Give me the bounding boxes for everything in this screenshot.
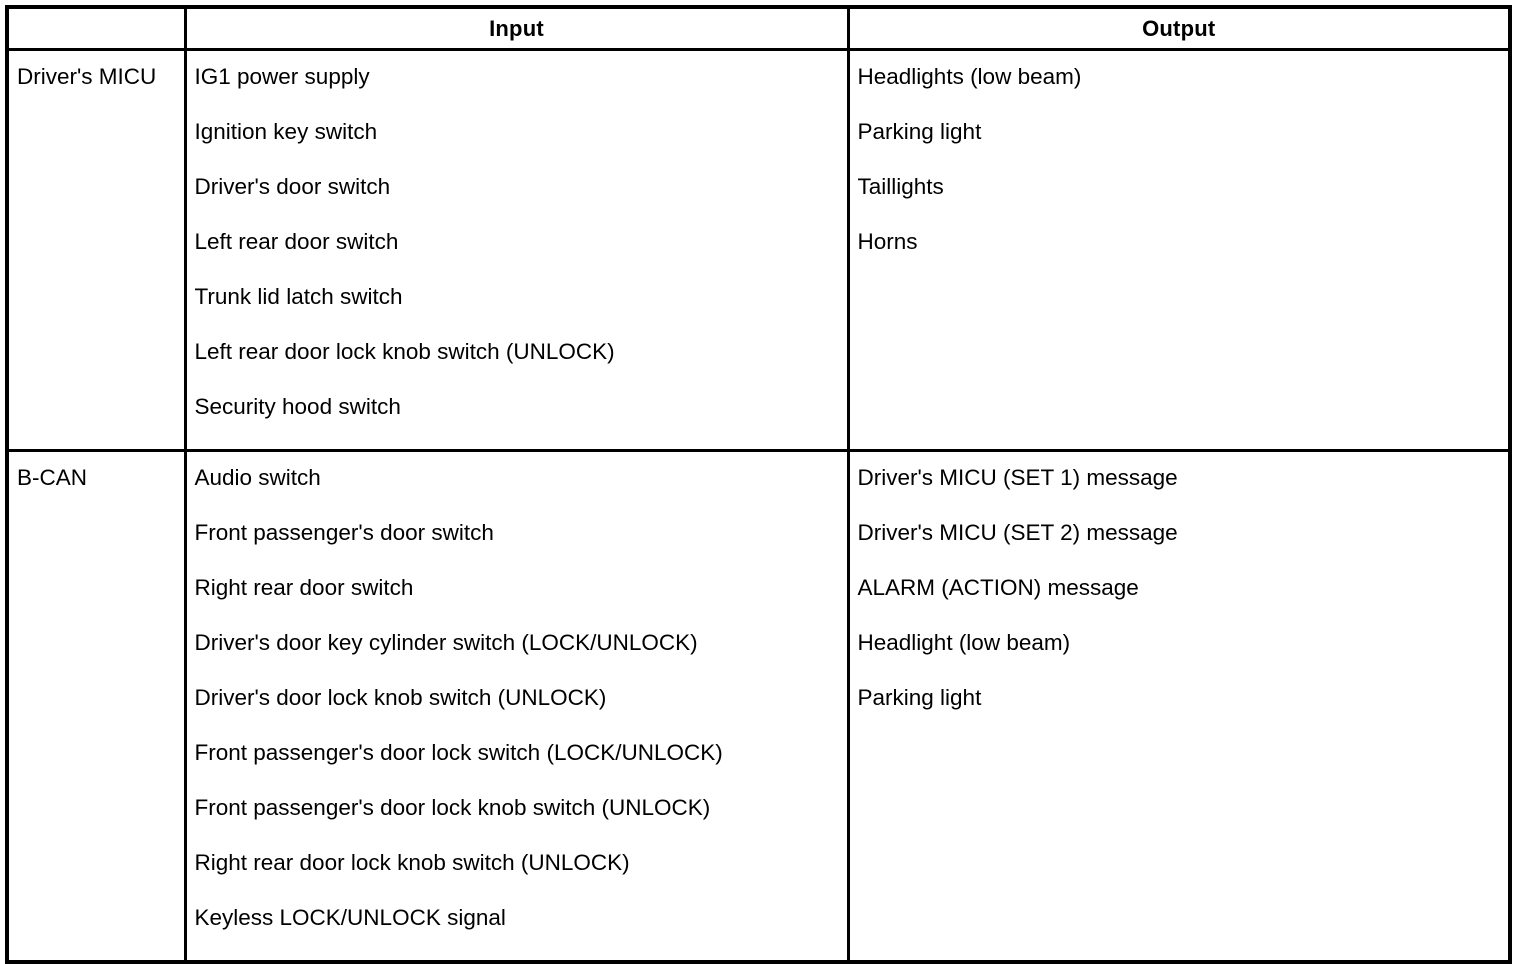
system-cell: B-CAN	[5, 449, 187, 964]
list-item: Front passenger's door lock knob switch …	[194, 795, 711, 820]
table-row: Driver's MICU IG1 power supply Ignition …	[5, 48, 1512, 452]
list-item: Right rear door lock knob switch (UNLOCK…	[194, 850, 630, 875]
input-output-spec-table: Input Output Driver's MICU IG1 power sup…	[5, 5, 1512, 964]
output-cell: Headlights (low beam) Parking light Tail…	[846, 48, 1512, 452]
input-cell: Audio switch Front passenger's door swit…	[183, 449, 850, 964]
output-cell: Driver's MICU (SET 1) message Driver's M…	[846, 449, 1512, 964]
list-item: Horns	[857, 229, 918, 254]
table-row: B-CAN Audio switch Front passenger's doo…	[5, 449, 1512, 964]
list-item: Headlights (low beam)	[857, 64, 1082, 89]
table-header: Input Output	[5, 5, 1512, 51]
list-item: Left rear door lock knob switch (UNLOCK)	[194, 339, 615, 364]
list-item: Parking light	[857, 685, 982, 710]
list-item: Driver's MICU (SET 1) message	[857, 465, 1178, 490]
system-label: B-CAN	[17, 465, 88, 490]
list-item: Security hood switch	[194, 394, 401, 419]
system-label: Driver's MICU	[17, 64, 157, 89]
table-body: Driver's MICU IG1 power supply Ignition …	[5, 48, 1512, 964]
list-item: Front passenger's door lock switch (LOCK…	[194, 740, 723, 765]
list-item: Left rear door switch	[194, 229, 399, 254]
column-header-system	[5, 5, 187, 51]
list-item: IG1 power supply	[194, 64, 370, 89]
list-item: Trunk lid latch switch	[194, 284, 403, 309]
list-item: Taillights	[857, 174, 944, 199]
list-item: Driver's door switch	[194, 174, 391, 199]
output-item-list: Driver's MICU (SET 1) message Driver's M…	[858, 465, 1509, 740]
list-item: Right rear door switch	[194, 575, 414, 600]
list-item: Driver's MICU (SET 2) message	[857, 520, 1178, 545]
system-cell: Driver's MICU	[5, 48, 187, 452]
header-row: Input Output	[5, 5, 1512, 51]
input-item-list: Audio switch Front passenger's door swit…	[195, 465, 847, 960]
column-header-input: Input	[183, 5, 850, 51]
list-item: Keyless LOCK/UNLOCK signal	[194, 905, 506, 930]
page-canvas: Input Output Driver's MICU IG1 power sup…	[5, 5, 1512, 964]
list-item: Driver's door key cylinder switch (LOCK/…	[194, 630, 698, 655]
output-item-list: Headlights (low beam) Parking light Tail…	[858, 64, 1509, 284]
input-cell: IG1 power supply Ignition key switch Dri…	[183, 48, 850, 452]
list-item: Front passenger's door switch	[194, 520, 494, 545]
list-item: Audio switch	[194, 465, 321, 490]
list-item: Driver's door lock knob switch (UNLOCK)	[194, 685, 607, 710]
column-header-output: Output	[846, 5, 1512, 51]
list-item: ALARM (ACTION) message	[857, 575, 1139, 600]
list-item: Ignition key switch	[194, 119, 378, 144]
list-item: Headlight (low beam)	[857, 630, 1071, 655]
input-item-list: IG1 power supply Ignition key switch Dri…	[195, 64, 847, 449]
list-item: Parking light	[857, 119, 982, 144]
